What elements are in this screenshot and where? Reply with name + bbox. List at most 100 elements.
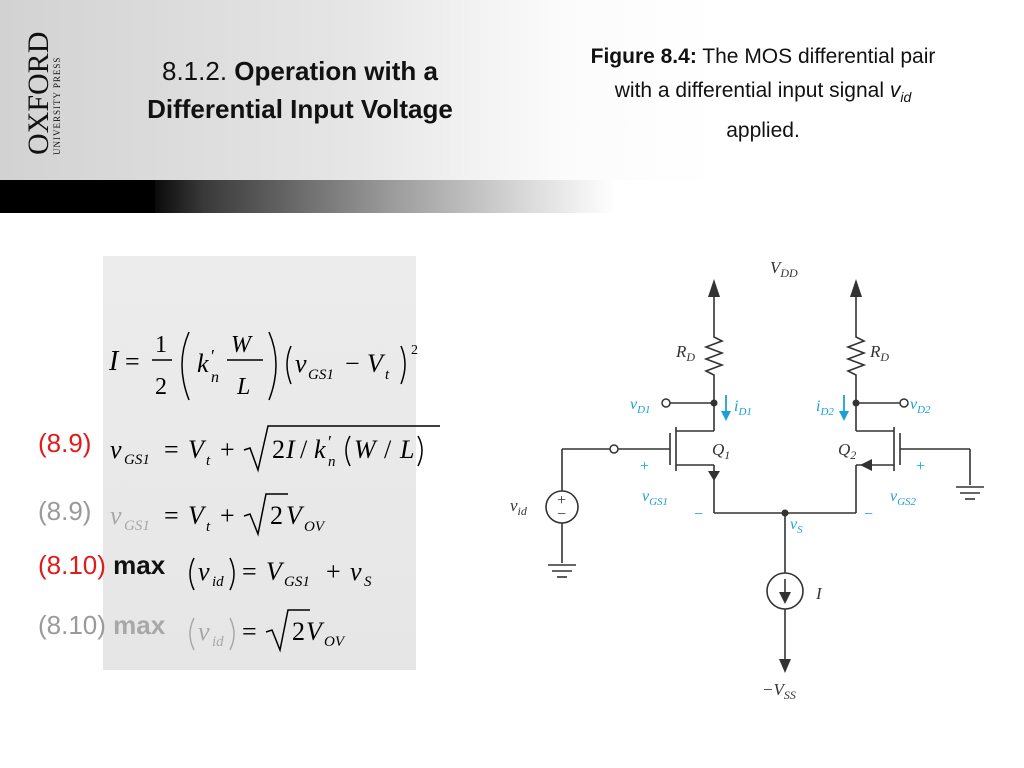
oxford-logo: OXFORD UNIVERSITY PRESS [22, 32, 62, 155]
page-title: 8.1.2. Operation with a Differential Inp… [105, 52, 495, 128]
q1-label: Q1 [712, 440, 730, 462]
equation-8-10-vov: (8.10) max [38, 610, 165, 641]
q1-source-arrow [708, 471, 720, 481]
svg-text:id: id [212, 574, 224, 590]
svg-text:=: = [125, 347, 140, 376]
svg-text:V: V [286, 501, 305, 530]
equation-8-10-vov-expression: v id = 2 V OV [189, 609, 346, 653]
equation-8-9-expression: v GS1 = V t + 2 I / k ′ n W / L [110, 425, 440, 473]
svg-text:L: L [236, 374, 250, 400]
svg-text:/: / [300, 435, 308, 464]
vss-arrow [779, 659, 791, 673]
svg-text:+: + [326, 557, 341, 586]
eq-label: (8.10) [38, 550, 106, 580]
svg-text:I: I [285, 435, 296, 464]
title-line2: Differential Input Voltage [147, 94, 453, 124]
svg-text:v: v [350, 557, 362, 586]
svg-text:2: 2 [272, 435, 285, 464]
source-minus: − [557, 506, 566, 523]
svg-text:v: v [198, 557, 210, 586]
vgs2-label: vGS2 [890, 488, 917, 508]
max-word: max [113, 550, 166, 580]
svg-text:V: V [306, 617, 325, 646]
caption-signal-sub: id [900, 89, 912, 106]
svg-text:OV: OV [304, 519, 326, 535]
svg-text:2: 2 [270, 501, 283, 530]
svg-text:/: / [384, 435, 392, 464]
svg-text:W: W [231, 332, 253, 358]
vd2-label: vD2 [910, 396, 931, 416]
caption-figure-label: Figure 8.4: [590, 45, 697, 68]
svg-text:=: = [242, 617, 257, 646]
svg-text:k: k [314, 435, 326, 464]
svg-text:I: I [108, 346, 120, 377]
svg-text:2: 2 [292, 617, 305, 646]
svg-text:GS1: GS1 [284, 574, 310, 590]
id1-arrow [721, 411, 731, 421]
header-background [0, 0, 1024, 180]
svg-text:−: − [345, 349, 360, 378]
svg-text:1: 1 [155, 332, 167, 358]
eq-label: (8.9) [38, 496, 92, 526]
svg-text:S: S [364, 574, 372, 590]
svg-text:2: 2 [155, 374, 167, 400]
svg-text:+: + [220, 435, 235, 464]
terminal-g1 [609, 444, 619, 454]
svg-text:t: t [385, 367, 390, 383]
svg-text:′: ′ [211, 346, 215, 366]
equation-8-9-vov-expression: v GS1 = V t + 2 V OV [110, 493, 326, 537]
vd1-label: vD1 [630, 396, 651, 416]
svg-text:GS1: GS1 [308, 367, 334, 383]
caption-text-1: The MOS differential pair [702, 45, 936, 68]
svg-text:GS1: GS1 [124, 452, 150, 468]
node-s [781, 509, 789, 517]
vs-label: vS [790, 516, 803, 536]
rd2-label: RD [869, 342, 889, 364]
eq-label: (8.10) [38, 610, 106, 640]
node-d2 [852, 399, 860, 407]
vgs1-minus: − [694, 506, 703, 523]
drain-current-equation: I = 1 2 k ′ n W L v GS1 − V t 2 [108, 331, 418, 401]
title-line1: Operation with a [234, 56, 438, 86]
current-source-arrow [779, 592, 791, 604]
figure-caption: Figure 8.4: The MOS differential pair wi… [548, 40, 978, 148]
vgs2-minus: − [864, 506, 873, 523]
svg-text:v: v [110, 435, 122, 464]
svg-text:v: v [198, 617, 210, 646]
vgs2-plus: + [916, 458, 925, 475]
header-band [0, 180, 1024, 213]
svg-text:=: = [242, 557, 257, 586]
svg-text:V: V [367, 349, 386, 378]
caption-text-3: applied. [726, 119, 800, 143]
svg-text:W: W [354, 435, 378, 464]
circuit-diagram: + − VDD RD RD Q1 Q2 vid I −VSS vD1 vD2 i… [510, 258, 984, 702]
q2-source-arrow [860, 459, 872, 471]
svg-text:t: t [206, 519, 211, 535]
q2-label: Q2 [838, 440, 856, 462]
id2-arrow [839, 411, 849, 421]
equation-8-9-sqrt: (8.9) [38, 428, 91, 459]
svg-text:n: n [328, 454, 336, 470]
current-label: I [815, 584, 823, 603]
svg-text:t: t [206, 453, 211, 469]
svg-text:V: V [266, 557, 285, 586]
vss-label: −VSS [762, 680, 796, 702]
vdd-label: VDD [770, 258, 798, 280]
vgs1-label: vGS1 [642, 488, 668, 508]
vid-label: vid [510, 496, 528, 518]
vgs1-plus: + [640, 458, 649, 475]
svg-text:OV: OV [324, 634, 346, 650]
svg-text:v: v [110, 501, 122, 530]
svg-text:v: v [295, 349, 307, 378]
id1-label: iD1 [734, 398, 752, 418]
svg-text:k: k [197, 349, 209, 378]
svg-text:V: V [188, 501, 207, 530]
max-word: max [113, 610, 166, 640]
svg-text:+: + [220, 501, 235, 530]
rd1-label: RD [675, 342, 695, 364]
svg-text:GS1: GS1 [124, 518, 150, 534]
title-number: 8.1.2. [162, 56, 228, 86]
caption-text-2: with a differential input signal [614, 79, 885, 102]
svg-text:id: id [212, 634, 224, 650]
equation-8-9-vov: (8.9) [38, 496, 91, 527]
